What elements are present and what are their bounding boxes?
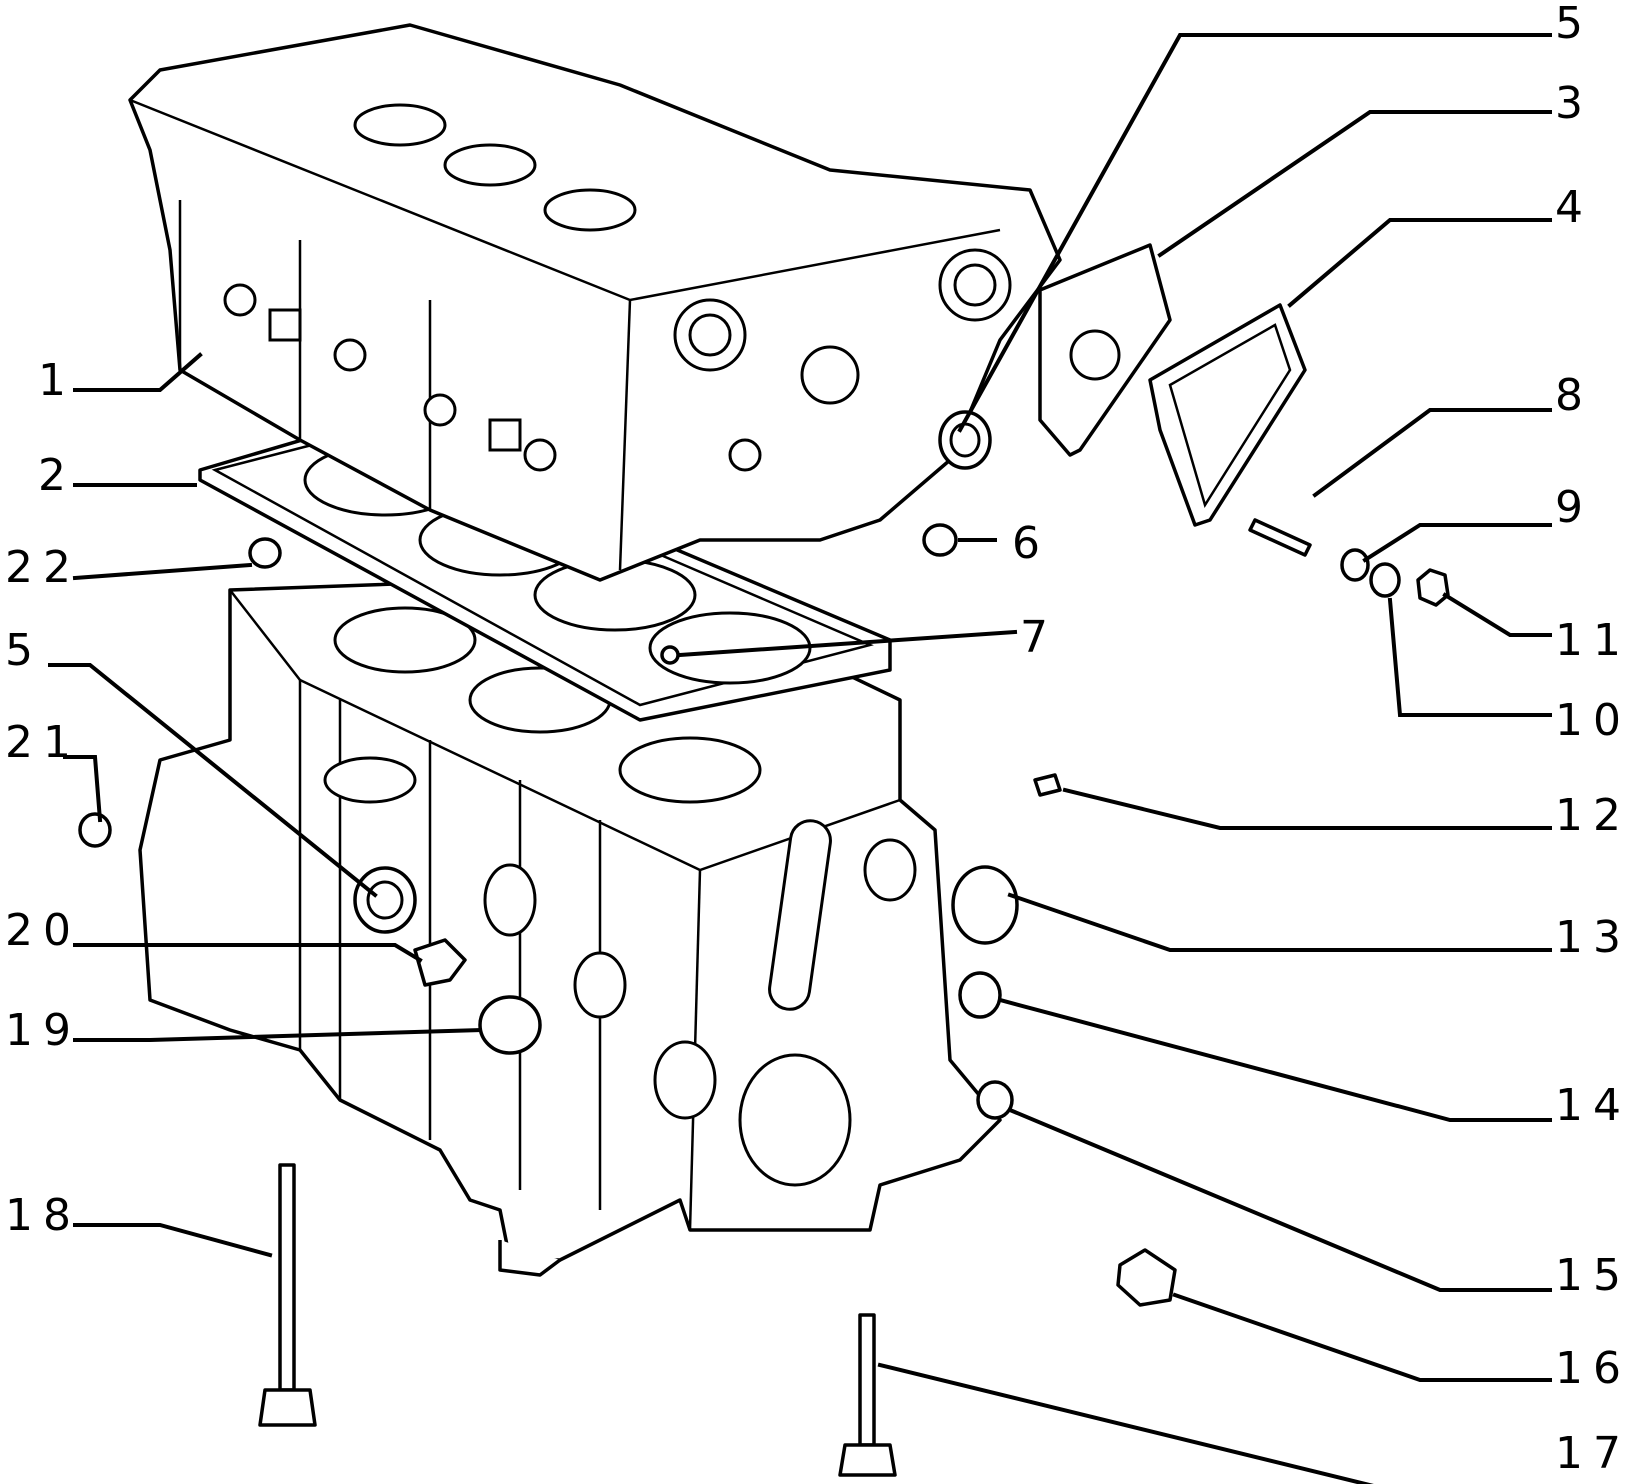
callout-20: 20	[5, 905, 81, 956]
callout-4: 4	[1555, 182, 1593, 233]
callout-14: 14	[1555, 1080, 1631, 1131]
callout-6: 6	[1012, 518, 1050, 569]
stud-8	[1248, 518, 1312, 557]
pin-12	[1033, 773, 1062, 797]
callout-1: 1	[38, 355, 76, 406]
callout-19: 19	[5, 1005, 81, 1056]
leader-lines	[48, 33, 1552, 1484]
callout-21: 21	[5, 717, 81, 768]
bolt-17	[838, 1313, 897, 1477]
callout-15: 15	[1555, 1250, 1631, 1301]
washer-10	[1369, 562, 1401, 598]
drain-plug-20	[413, 938, 467, 987]
callout-3: 3	[1555, 78, 1593, 129]
bolt-18	[258, 1163, 317, 1427]
callout-5-lower: 5	[5, 625, 43, 676]
callout-2: 2	[38, 450, 76, 501]
callout-13: 13	[1555, 912, 1631, 963]
bush-6	[922, 523, 958, 557]
callout-9: 9	[1555, 482, 1593, 533]
callout-18: 18	[5, 1190, 81, 1241]
cylinder-head	[128, 23, 1062, 582]
callout-12: 12	[1555, 790, 1631, 841]
nut-11	[1416, 568, 1450, 607]
callout-5-upper: 5	[1555, 0, 1593, 49]
plug-19	[478, 995, 542, 1055]
plug-22	[248, 537, 282, 569]
washer-9	[1340, 548, 1370, 582]
cover-plate	[1148, 303, 1307, 527]
callout-16: 16	[1555, 1343, 1631, 1394]
callout-7: 7	[1020, 612, 1058, 663]
engine-block	[138, 573, 1002, 1277]
callout-17: 17	[1555, 1428, 1631, 1479]
callout-8: 8	[1555, 370, 1593, 421]
dowel-7	[660, 645, 680, 665]
plug-13	[951, 865, 1019, 945]
callout-labels: 1 2 3 4 5 5 6 7 8 9 10 11 12 13 14 15 16…	[5, 0, 1631, 1479]
plug-21	[78, 812, 112, 848]
plug-15	[976, 1080, 1014, 1120]
callout-10: 10	[1555, 695, 1631, 746]
plug-14	[958, 971, 1002, 1019]
callout-22: 22	[5, 542, 81, 593]
callout-11: 11	[1555, 615, 1631, 666]
plug-16	[1116, 1248, 1177, 1307]
